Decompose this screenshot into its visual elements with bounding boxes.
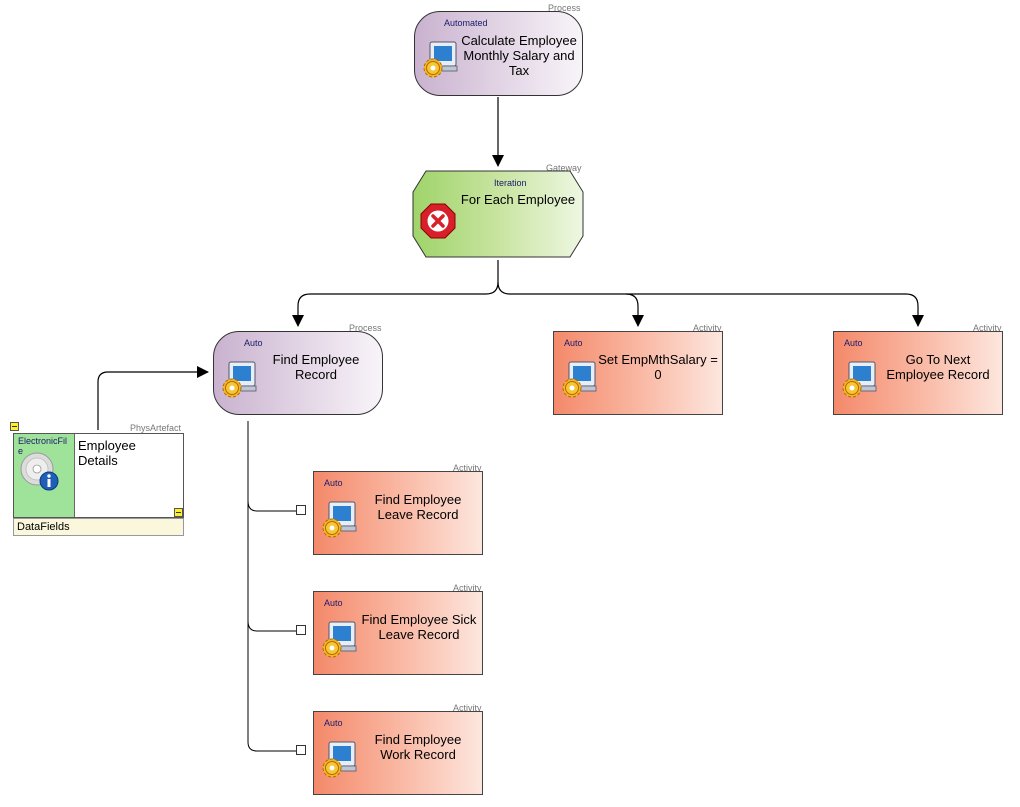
node-type-label: Process (349, 323, 382, 333)
computer-gear-icon (322, 501, 357, 538)
node-kind: Iteration (494, 178, 527, 188)
node-kind: Auto (324, 598, 343, 608)
connector-artefact-find-employee (97, 366, 209, 430)
connector-gateway-go-next (626, 293, 924, 327)
node-title: Employee Details (78, 438, 136, 468)
disc-info-icon (20, 452, 59, 491)
activity-find-leave-record[interactable]: Auto Find Employee Leave Record (313, 471, 483, 555)
node-title: Calculate Employee Monthly Salary and Ta… (461, 33, 577, 78)
node-type-label: Activity (453, 463, 482, 473)
activity-find-sick-leave-record[interactable]: Auto Find Employee Sick Leave Record (313, 591, 483, 675)
gateway-iteration[interactable] (412, 170, 584, 258)
node-title: Go To Next Employee Record (886, 352, 990, 382)
connector-gateway-set-salary (497, 281, 644, 327)
connector-port[interactable] (296, 505, 306, 515)
node-kind: Auto (324, 478, 343, 488)
connector-port[interactable] (296, 745, 306, 755)
connector-subtree (247, 421, 296, 752)
collapse-icon[interactable] (174, 508, 183, 517)
artefact-type-panel: ElectronicFile (14, 434, 75, 517)
node-title: Find Employee Sick Leave Record (361, 612, 477, 642)
node-title: Find Employee Work Record (374, 732, 462, 762)
node-type-label: PhysArtefact (130, 423, 182, 433)
node-kind: Auto (244, 338, 263, 348)
node-title: Find Employee Leave Record (374, 492, 462, 522)
node-title: Find Employee Record (272, 352, 360, 382)
connector-leave (247, 500, 296, 512)
computer-gear-icon (842, 361, 877, 398)
connector-port[interactable] (296, 625, 306, 635)
process-calculate-salary[interactable]: Automated Calculate Employee Monthly Sal… (414, 11, 583, 96)
node-title: For Each Employee (460, 192, 576, 207)
node-type-label: Activity (973, 323, 1002, 333)
computer-gear-icon (322, 741, 357, 778)
activity-go-to-next-employee[interactable]: Auto Go To Next Employee Record (833, 331, 1003, 415)
activity-set-emp-mth-salary[interactable]: Auto Set EmpMthSalary = 0 (553, 331, 723, 415)
connector-gateway-split (292, 260, 499, 327)
process-find-employee-record[interactable]: Auto Find Employee Record (213, 331, 383, 415)
node-type-label: Activity (453, 703, 482, 713)
node-type-label: Activity (693, 323, 722, 333)
artefact-employee-details[interactable]: ElectronicFile Employee Details (13, 433, 184, 518)
node-kind: Auto (844, 338, 863, 348)
artefact-footer[interactable]: DataFields (13, 518, 184, 536)
node-type-label: Process (548, 3, 581, 13)
node-kind: Auto (564, 338, 583, 348)
artefact-footer-label: DataFields (17, 521, 70, 533)
node-title: Set EmpMthSalary = 0 (598, 352, 718, 382)
node-kind: ElectronicFile (18, 436, 68, 456)
node-kind: Auto (324, 718, 343, 728)
connector-sick (247, 620, 296, 632)
node-type-label: Gateway (546, 163, 582, 173)
activity-find-work-record[interactable]: Auto Find Employee Work Record (313, 711, 483, 795)
computer-gear-icon (222, 361, 257, 398)
computer-gear-icon (562, 361, 597, 398)
node-kind: Automated (444, 18, 488, 28)
computer-gear-icon (423, 41, 458, 78)
computer-gear-icon (322, 621, 357, 658)
error-stop-icon (420, 203, 456, 239)
node-type-label: Activity (453, 583, 482, 593)
collapse-icon[interactable] (10, 422, 19, 431)
